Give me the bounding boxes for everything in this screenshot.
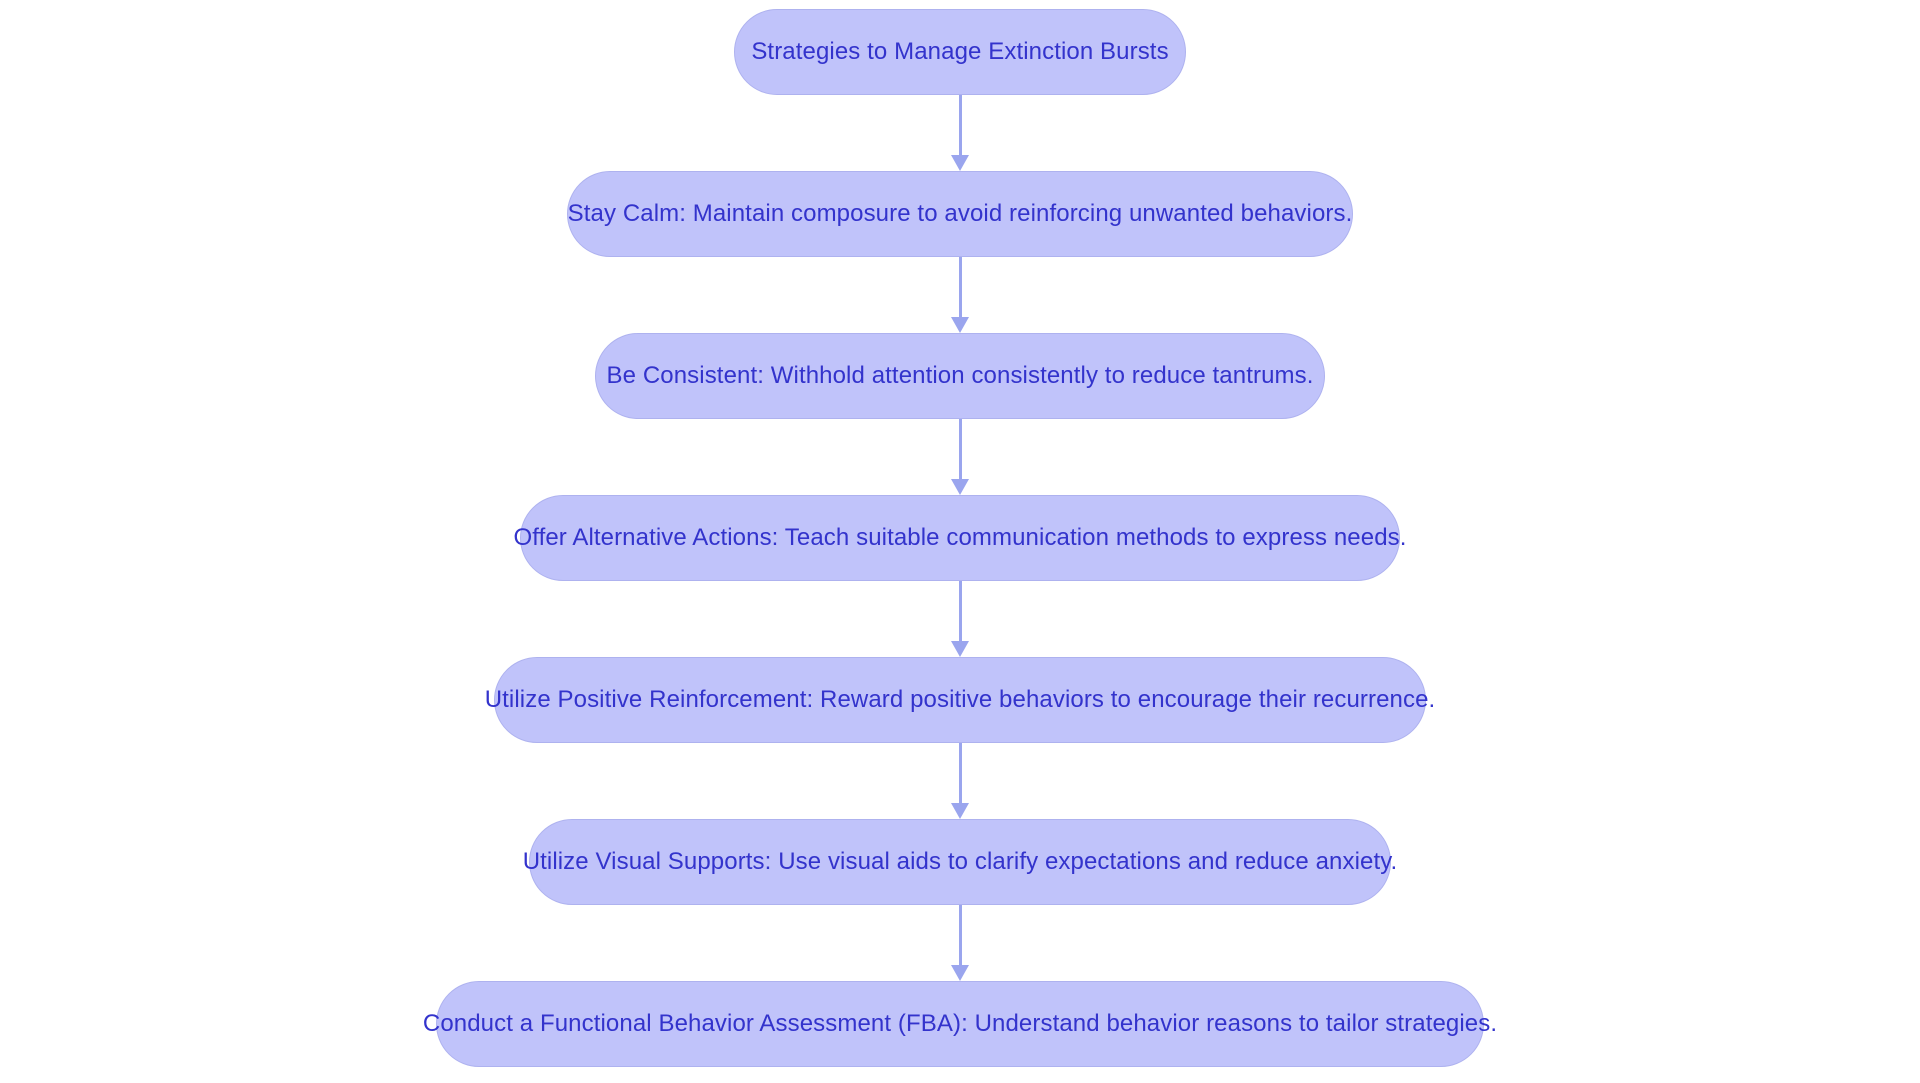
arrow-line — [958, 419, 962, 480]
arrow-head-icon — [951, 479, 969, 495]
flowchart-node-label: Utilize Positive Reinforcement: Reward p… — [484, 685, 1436, 713]
arrow-head-icon — [951, 317, 969, 333]
flowchart-node-conduct-fba[interactable]: Conduct a Functional Behavior Assessment… — [423, 981, 1497, 1067]
flowchart-node-utilize-visual-supports[interactable]: Utilize Visual Supports: Use visual aids… — [523, 819, 1397, 905]
arrow-head-icon — [951, 803, 969, 819]
arrow-line — [958, 581, 962, 642]
flowchart-arrow-1 — [951, 95, 969, 171]
flowchart-node-utilize-positive-reinforcement[interactable]: Utilize Positive Reinforcement: Reward p… — [485, 657, 1435, 743]
flowchart-node-root[interactable]: Strategies to Manage Extinction Bursts — [734, 9, 1186, 95]
flowchart-arrow-3 — [951, 419, 969, 495]
flowchart-arrow-5 — [951, 743, 969, 819]
flowchart-node-label: Offer Alternative Actions: Teach suitabl… — [513, 523, 1407, 551]
flowchart-node-stay-calm[interactable]: Stay Calm: Maintain composure to avoid r… — [567, 171, 1353, 257]
arrow-line — [958, 95, 962, 156]
flowchart-arrow-4 — [951, 581, 969, 657]
flowchart-arrow-2 — [951, 257, 969, 333]
arrow-head-icon — [951, 965, 969, 981]
flowchart-node-offer-alternative-actions[interactable]: Offer Alternative Actions: Teach suitabl… — [513, 495, 1406, 581]
arrow-head-icon — [951, 155, 969, 171]
flowchart-node-label: Stay Calm: Maintain composure to avoid r… — [567, 199, 1353, 227]
flowchart-node-label: Strategies to Manage Extinction Bursts — [751, 37, 1169, 65]
flowchart-arrow-6 — [951, 905, 969, 981]
flowchart-node-label: Be Consistent: Withhold attention consis… — [606, 361, 1314, 389]
flowchart-node-be-consistent[interactable]: Be Consistent: Withhold attention consis… — [595, 333, 1325, 419]
flowchart-node-label: Conduct a Functional Behavior Assessment… — [422, 1009, 1498, 1037]
flowchart-node-label: Utilize Visual Supports: Use visual aids… — [522, 847, 1398, 875]
arrow-line — [958, 905, 962, 966]
arrow-line — [958, 257, 962, 318]
arrow-head-icon — [951, 641, 969, 657]
arrow-line — [958, 743, 962, 804]
